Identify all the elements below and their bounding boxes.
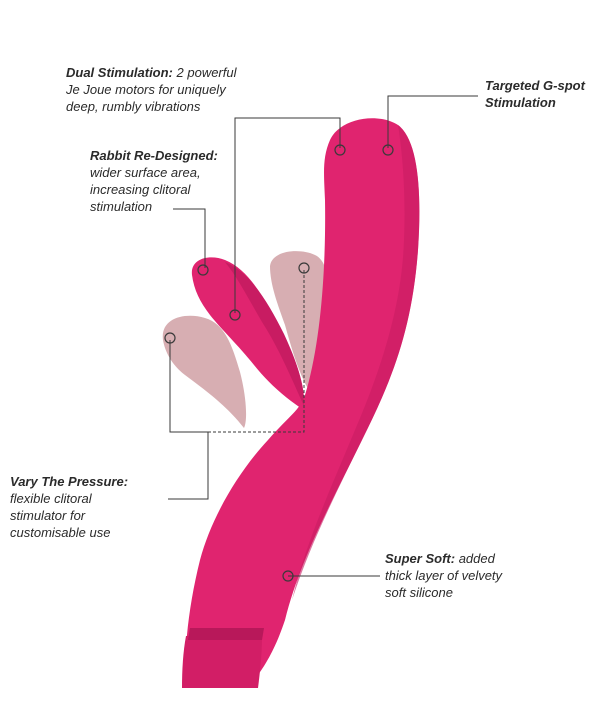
target-dot-ghost-left — [164, 332, 176, 344]
target-dot-rabbit — [197, 264, 209, 276]
callout-rabbit-line-2: increasing clitoral — [90, 182, 191, 197]
target-dot-arm — [229, 309, 241, 321]
callout-rabbit-line-3: stimulation — [90, 199, 153, 214]
leader-rabbit — [173, 208, 206, 268]
callout-dual-title: Dual Stimulation: — [66, 65, 173, 80]
callout-gspot-line-1: Targeted G-spot — [485, 78, 585, 93]
callout-dual-line-3: deep, rumbly vibrations — [66, 99, 201, 114]
target-dot-gspot — [382, 144, 394, 156]
ghost-arm-left — [162, 315, 247, 428]
callout-vary-title: Vary The Pressure: — [10, 474, 129, 489]
leader-dual — [234, 117, 341, 313]
callout-rabbit-title: Rabbit Re-Designed: — [90, 148, 218, 163]
product-clit-arm — [191, 257, 305, 410]
product-shaft-shade — [292, 125, 420, 600]
product-handle-cap — [188, 628, 264, 640]
product-handle-base — [182, 636, 262, 688]
callout-soft-line-3: soft silicone — [385, 585, 453, 600]
callout-rabbit-redesigned: Rabbit Re-Designed: wider surface area, … — [90, 147, 240, 215]
callout-dual-line-2: Je Joue motors for uniquely — [66, 82, 226, 97]
target-dot-dual — [334, 144, 346, 156]
ghost-arm-right — [270, 251, 328, 395]
callout-super-soft: Super Soft: added thick layer of velvety… — [385, 550, 575, 601]
callout-gspot-line-2: Stimulation — [485, 95, 556, 110]
callout-vary-line-1: flexible clitoral — [10, 491, 92, 506]
callout-soft-line-2: thick layer of velvety — [385, 568, 503, 583]
callout-dual-line-1: 2 powerful — [176, 65, 237, 80]
callout-dual-stimulation: Dual Stimulation: 2 powerful Je Joue mot… — [66, 64, 276, 115]
target-dot-ghost-right — [298, 262, 310, 274]
callout-vary-pressure: Vary The Pressure: flexible clitoral sti… — [10, 473, 170, 541]
callout-rabbit-line-1: wider surface area, — [90, 165, 201, 180]
callout-soft-line-1: added — [458, 551, 495, 566]
callout-vary-line-2: stimulator for — [10, 508, 86, 523]
target-dot-soft — [282, 570, 294, 582]
leader-gspot — [387, 95, 478, 148]
callout-soft-title: Super Soft: — [385, 551, 456, 566]
leader-vary-dashed — [208, 270, 305, 433]
callout-targeted-gspot: Targeted G-spot Stimulation — [485, 77, 595, 111]
callout-vary-line-3: customisable use — [10, 525, 111, 540]
product-shaft — [185, 118, 420, 676]
